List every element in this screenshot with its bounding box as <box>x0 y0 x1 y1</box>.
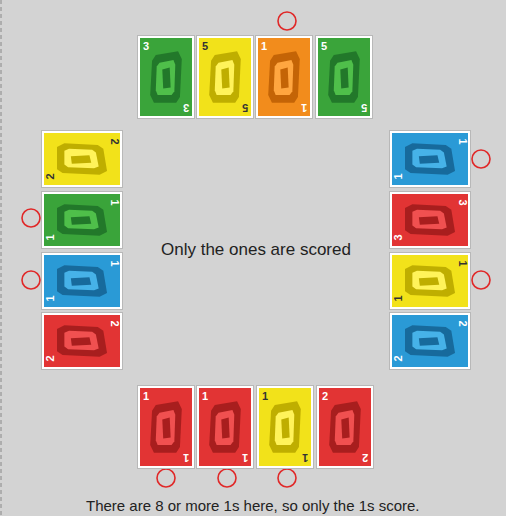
card-number: 2 <box>45 355 56 361</box>
card-number: 1 <box>302 452 308 463</box>
card-number: 1 <box>242 452 248 463</box>
dashed-edge <box>1 0 2 516</box>
card-number: 1 <box>393 173 404 179</box>
number-card: 11 <box>256 36 312 118</box>
card-number: 1 <box>393 295 404 301</box>
card-number: 2 <box>393 355 404 361</box>
number-card: 11 <box>42 192 122 248</box>
card-number: 2 <box>108 138 119 144</box>
card-number: 1 <box>456 260 467 266</box>
card-number: 1 <box>202 391 208 402</box>
card-number: 1 <box>108 199 119 205</box>
card-number: 1 <box>143 391 149 402</box>
number-card: 11 <box>138 386 194 468</box>
number-card: 22 <box>317 386 373 468</box>
card-number: 3 <box>143 41 149 52</box>
center-note: Only the ones are scored <box>161 240 351 260</box>
number-card: 22 <box>390 313 470 369</box>
number-card: 55 <box>197 36 253 118</box>
card-number: 1 <box>301 102 307 113</box>
card-number: 5 <box>321 41 327 52</box>
card-number: 1 <box>183 452 189 463</box>
card-number: 2 <box>322 391 328 402</box>
card-number: 3 <box>183 102 189 113</box>
card-number: 2 <box>45 173 56 179</box>
number-card: 33 <box>138 36 194 118</box>
card-number: 1 <box>262 391 268 402</box>
card-number: 1 <box>456 138 467 144</box>
card-number: 1 <box>261 41 267 52</box>
number-card: 11 <box>390 131 470 187</box>
number-card: 11 <box>257 386 313 468</box>
number-card: 22 <box>42 313 122 369</box>
card-number: 5 <box>361 102 367 113</box>
number-card: 11 <box>390 253 470 309</box>
number-card: 11 <box>42 253 122 309</box>
card-number: 5 <box>202 41 208 52</box>
score-circles <box>22 12 490 487</box>
card-number: 3 <box>393 234 404 240</box>
caption: There are 8 or more 1s here, so only the… <box>86 497 420 514</box>
card-number: 2 <box>456 320 467 326</box>
card-number: 3 <box>456 199 467 205</box>
card-number: 5 <box>242 102 248 113</box>
card-number: 2 <box>108 320 119 326</box>
card-number: 1 <box>45 234 56 240</box>
number-card: 33 <box>390 192 470 248</box>
card-number: 2 <box>362 452 368 463</box>
number-card: 11 <box>197 386 253 468</box>
number-card: 55 <box>316 36 372 118</box>
card-number: 1 <box>45 295 56 301</box>
number-card: 22 <box>42 131 122 187</box>
card-number: 1 <box>108 260 119 266</box>
